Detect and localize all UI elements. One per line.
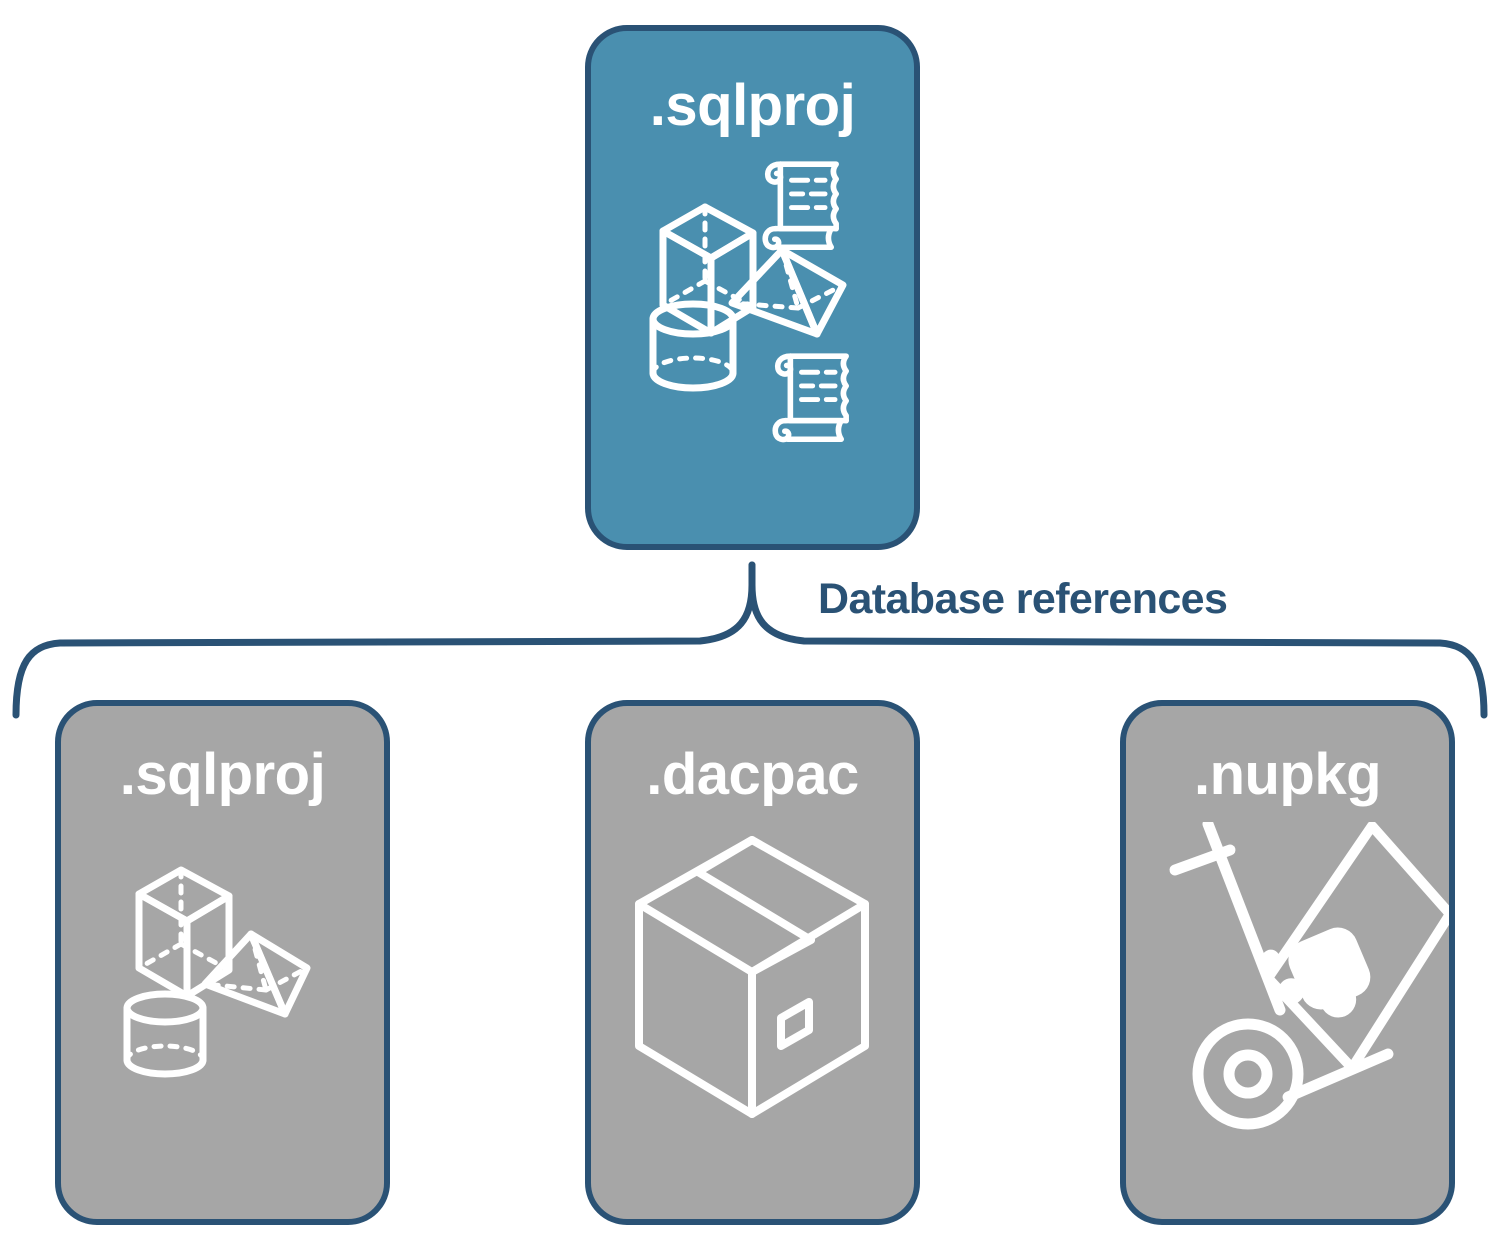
package-box-icon bbox=[635, 836, 869, 1118]
database-references-brace bbox=[12, 561, 1488, 719]
reference-card-title: .dacpac bbox=[646, 742, 859, 807]
cylinder-icon bbox=[649, 300, 737, 392]
hand-truck-icon bbox=[1169, 822, 1394, 1130]
pyramid-icon bbox=[201, 930, 311, 1018]
reference-card-title: .sqlproj bbox=[119, 742, 326, 807]
reference-card-nupkg[interactable]: .nupkg bbox=[1120, 700, 1455, 1225]
reference-card-sqlproj[interactable]: .sqlproj bbox=[55, 700, 390, 1225]
connector-label: Database references bbox=[818, 575, 1228, 623]
scroll-icon bbox=[762, 161, 839, 251]
root-card-icon-group bbox=[591, 145, 914, 445]
root-card-title: .sqlproj bbox=[649, 73, 856, 138]
root-card-sqlproj[interactable]: .sqlproj bbox=[585, 25, 920, 550]
scroll-icon bbox=[772, 353, 849, 443]
reference-card-dacpac[interactable]: .dacpac bbox=[585, 700, 920, 1225]
reference-card-title: .nupkg bbox=[1193, 742, 1382, 807]
cylinder-icon bbox=[123, 990, 207, 1078]
pyramid-icon bbox=[728, 246, 847, 338]
reference-card-icon-group bbox=[591, 822, 914, 1152]
reference-card-icon-group bbox=[1126, 822, 1449, 1152]
nuget-package-icon bbox=[1261, 822, 1449, 1073]
reference-card-icon-group bbox=[61, 822, 384, 1152]
